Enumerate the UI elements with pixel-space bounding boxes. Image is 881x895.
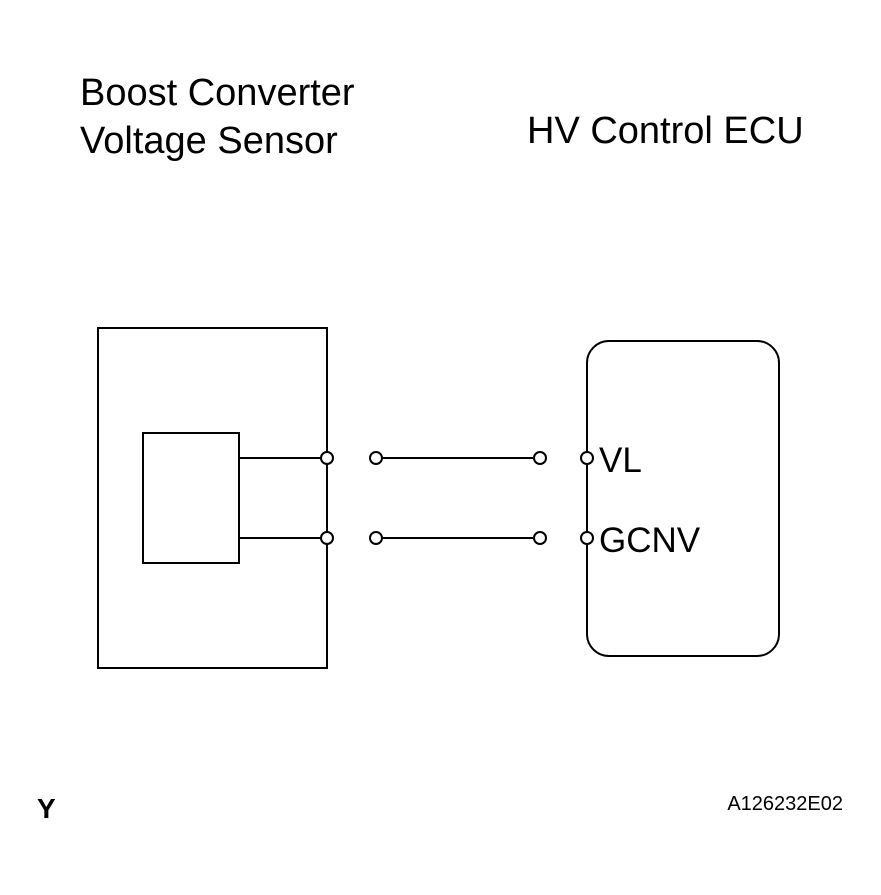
sensor-title-line1: Boost Converter: [80, 72, 355, 114]
sensor-terminal-gcnv: [320, 531, 334, 545]
ecu-body: [586, 340, 780, 657]
ecu-title: HV Control ECU: [527, 110, 804, 152]
sensor-body: [97, 327, 328, 669]
sensor-terminal-vl: [320, 451, 334, 465]
ecu-terminal-vl: [580, 451, 594, 465]
harness-terminal-ecu-gcnv: [533, 531, 547, 545]
figure-code: A126232E02: [727, 793, 843, 815]
footer-left-mark: Y: [37, 793, 56, 824]
ecu-pin-vl-label: VL: [599, 441, 642, 480]
harness-terminal-sensor-vl: [369, 451, 383, 465]
sensor-title-line2: Voltage Sensor: [80, 120, 338, 162]
ecu-pin-gcnv-label: GCNV: [599, 521, 701, 560]
sensor-element: [142, 432, 240, 564]
harness-terminal-sensor-gcnv: [369, 531, 383, 545]
ecu-terminal-gcnv: [580, 531, 594, 545]
harness-terminal-ecu-vl: [533, 451, 547, 465]
